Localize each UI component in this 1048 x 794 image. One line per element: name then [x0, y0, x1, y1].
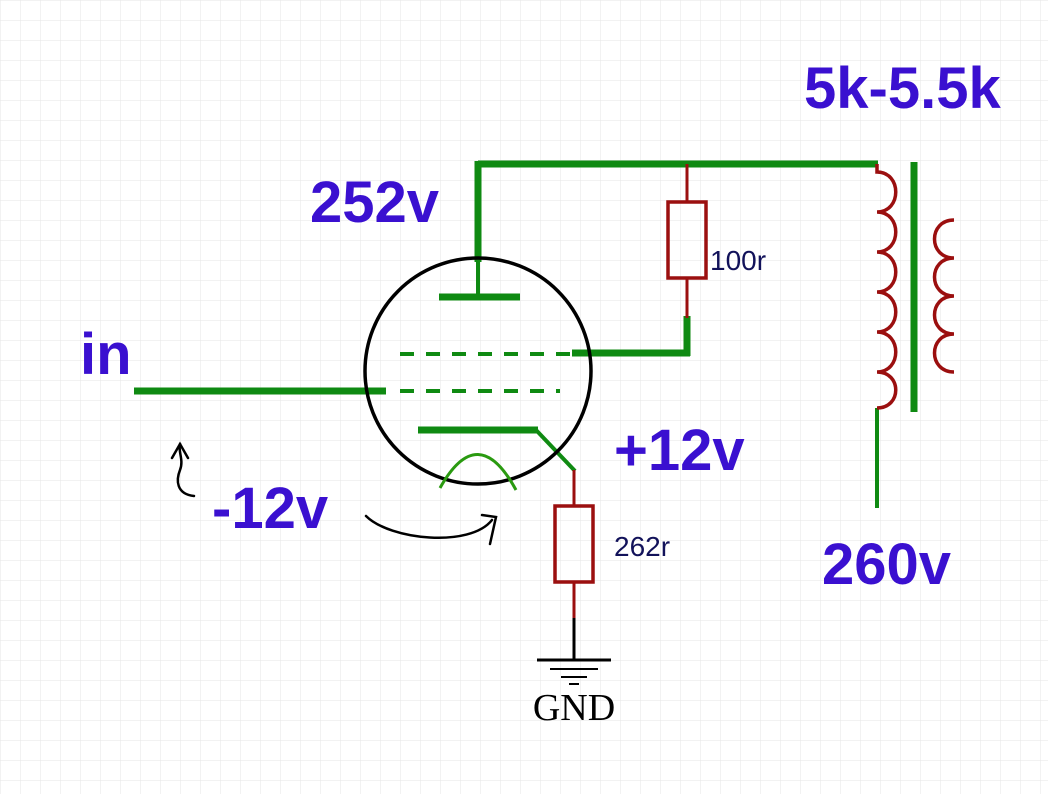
screen-resistor	[666, 164, 708, 318]
curved-arrow-icon	[170, 441, 498, 546]
heater-filament	[438, 453, 518, 491]
cathode-arrow-head	[480, 513, 498, 546]
input-arrow	[176, 442, 196, 498]
cathode-arrow	[364, 514, 494, 539]
vacuum-tube-icon	[363, 256, 593, 491]
cathode-resistor-value: 262r	[614, 531, 670, 562]
wires	[134, 160, 879, 508]
input-label: in	[80, 322, 132, 387]
output-transformer-icon	[875, 162, 955, 412]
cathode-lead-diag	[534, 428, 577, 473]
primary-coil	[875, 164, 898, 410]
ground-symbol-icon	[537, 618, 611, 685]
screen-resistor-value: 100r	[710, 245, 766, 276]
cathode-voltage-label: +12v	[614, 418, 745, 483]
secondary-coil	[932, 218, 955, 374]
supply-voltage-label: 260v	[822, 532, 951, 597]
anode-voltage-label: 252v	[310, 170, 439, 235]
transformer-impedance-label: 5k-5.5k	[804, 56, 1001, 121]
tube-envelope	[363, 256, 593, 486]
grid-bias-label: -12v	[212, 476, 328, 541]
ground-label: GND	[533, 687, 615, 729]
cathode-resistor	[553, 470, 595, 620]
input-arrow-head	[170, 441, 190, 460]
